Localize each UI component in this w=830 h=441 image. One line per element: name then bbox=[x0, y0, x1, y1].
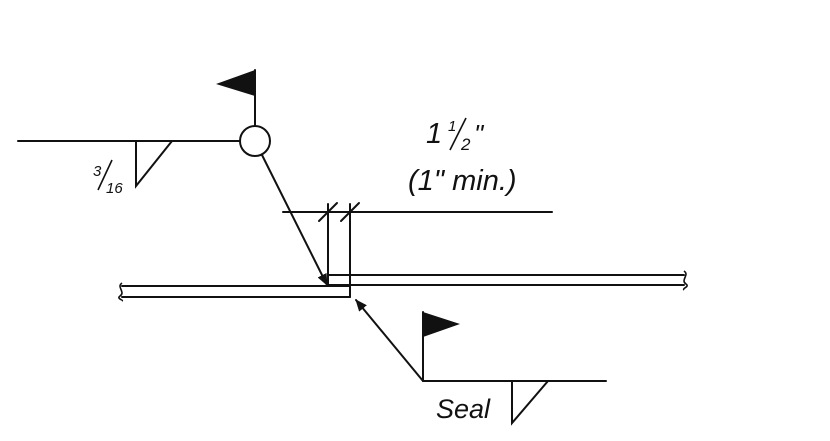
top-fillet-symbol bbox=[135, 140, 173, 189]
dimension-value-numerator: 1 bbox=[448, 118, 456, 135]
dimension-fraction-slash bbox=[449, 117, 467, 151]
dimension-min-note: (1" min.) bbox=[408, 165, 517, 197]
top-size-denominator: 16 bbox=[106, 180, 123, 197]
dimension-value-whole: 1 bbox=[426, 118, 442, 150]
dimension-value-denominator: 2 bbox=[460, 135, 471, 154]
bottom-fillet-symbol bbox=[511, 380, 549, 426]
bottom-leader-arrow bbox=[355, 299, 424, 382]
upper-right-plate bbox=[327, 270, 688, 291]
bottom-field-weld-flag-icon bbox=[423, 312, 460, 337]
dimension-tick-right bbox=[340, 202, 360, 222]
weld-all-around-circle bbox=[239, 125, 271, 157]
top-size-fraction-slash bbox=[97, 159, 113, 191]
top-size-numerator: 3 bbox=[93, 163, 102, 180]
top-leader-arrow bbox=[261, 154, 328, 286]
lower-left-plate bbox=[118, 282, 351, 302]
top-field-weld-flag-icon bbox=[216, 70, 255, 96]
dimension-value-unit: " bbox=[474, 119, 485, 149]
seal-label: Seal bbox=[436, 394, 491, 424]
dimension-tick-left bbox=[318, 202, 338, 222]
